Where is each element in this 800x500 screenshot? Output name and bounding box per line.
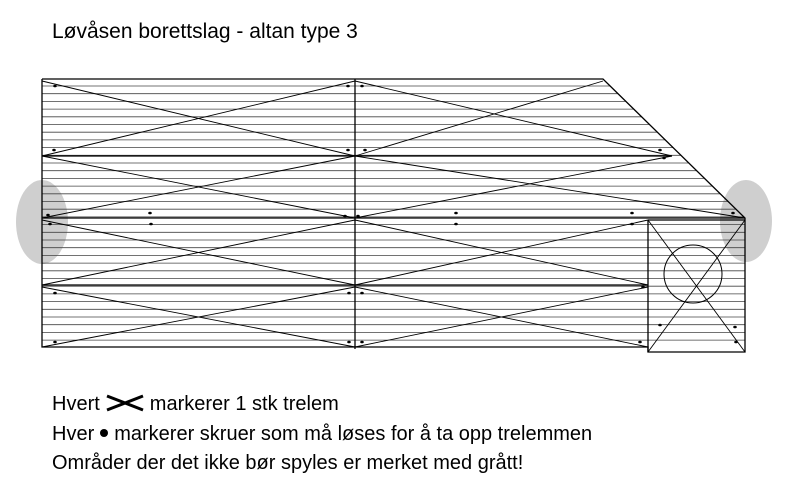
screw-dot [454, 222, 458, 226]
screw-dot [641, 285, 645, 289]
board-crosses [41, 80, 746, 353]
screw-dot [733, 325, 737, 329]
outline-main [41, 78, 746, 353]
cross-line [354, 286, 649, 348]
legend-line-no-wash: Områder der det ikke bør spyles er merke… [52, 452, 524, 474]
deck-planks [42, 85, 745, 341]
cross-line [41, 80, 356, 157]
legend-screw-text: markerer skruer som må løses for å ta op… [114, 423, 593, 445]
screw-marks [46, 84, 738, 344]
no-wash-area-right [720, 180, 772, 262]
screw-dot [734, 340, 738, 344]
screw-dot [148, 211, 152, 215]
cross-icon [106, 394, 144, 412]
cross-line [354, 219, 649, 286]
legend-line-board: Hvert markerer 1 stk trelem [52, 393, 339, 416]
cross-line [647, 219, 746, 353]
balcony-outline [41, 78, 746, 353]
screw-dot [658, 323, 662, 327]
screw-dot [363, 148, 367, 152]
screw-dot [343, 214, 347, 218]
screw-dot [630, 222, 634, 226]
screw-dot [346, 84, 350, 88]
screw-dot [662, 156, 666, 160]
cross-line [354, 155, 746, 219]
screw-dot [46, 213, 50, 217]
screw-dot [347, 340, 351, 344]
cross-line [41, 155, 356, 219]
legend-board-text: markerer 1 stk trelem [149, 393, 339, 415]
screw-dot [52, 148, 56, 152]
screw-dot [630, 211, 634, 215]
screw-dot [53, 340, 57, 344]
screw-dot [658, 148, 662, 152]
legend-line-screw: Hver markerer skruer som må løses for å t… [52, 423, 592, 446]
screw-dot [454, 211, 458, 215]
screw-dot [53, 291, 57, 295]
screw-dot [149, 222, 153, 226]
cross-line [41, 219, 356, 286]
screw-dot [638, 340, 642, 344]
cross-line [354, 80, 604, 157]
drain-circle [663, 244, 723, 304]
legend-screw-prefix: Hver [52, 423, 95, 445]
dot-icon [100, 429, 109, 437]
cross-line [354, 80, 673, 157]
screw-dot [347, 291, 351, 295]
cross-line [41, 286, 356, 348]
screw-dot [53, 84, 57, 88]
screw-dot [731, 211, 735, 215]
screw-dot [356, 214, 360, 218]
diagram-title: Løvåsen borettslag - altan type 3 [52, 20, 358, 43]
screw-dot [360, 291, 364, 295]
screw-dot [346, 148, 350, 152]
legend-board-prefix: Hvert [52, 393, 100, 415]
screw-dot [360, 84, 364, 88]
screw-dot [360, 340, 364, 344]
cross-line [354, 155, 673, 219]
screw-dot [48, 222, 52, 226]
balcony-floor-plan [16, 78, 772, 353]
